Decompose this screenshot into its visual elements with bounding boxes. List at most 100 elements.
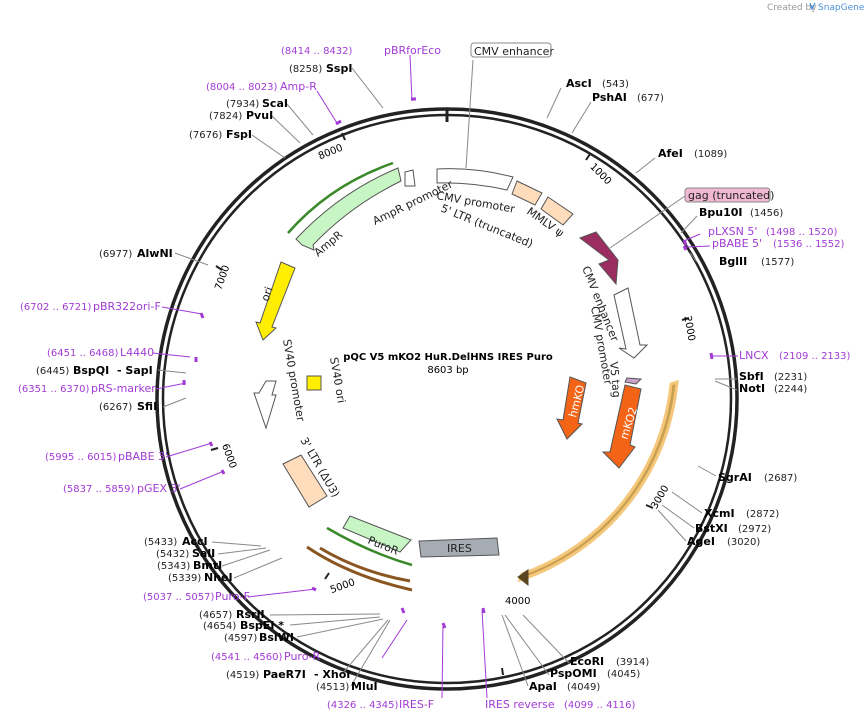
primer-pBABE-3-pos: (5995 .. 6015) — [45, 452, 117, 463]
tick-marks — [210, 132, 690, 676]
label-ori: ori — [259, 285, 276, 303]
site-afeI[interactable]: AfeI — [658, 147, 683, 160]
feature-orf-arc[interactable] — [517, 379, 679, 583]
primer-markers — [182, 97, 714, 629]
site-paeR7I[interactable]: PaeR7I — [263, 668, 306, 681]
site-ageI[interactable]: AgeI — [687, 535, 715, 548]
feature-gag-truncated[interactable] — [578, 231, 619, 286]
primer-pBABE-3[interactable]: pBABE 3' — [118, 450, 168, 463]
feature-ampr-primer-arc — [287, 161, 394, 234]
primer-l4440-pos: (6451 .. 6468) — [47, 348, 119, 359]
site-salI[interactable]: SalI — [192, 547, 215, 560]
feature-ori[interactable] — [255, 261, 296, 341]
site-bspQI-pos: (6445) — [36, 366, 69, 377]
primer-l4440[interactable]: L4440 — [120, 346, 154, 359]
site-alwNI[interactable]: AlwNI — [137, 247, 173, 260]
restriction-sites — [157, 67, 738, 687]
primer-puro-r[interactable]: Puro-R — [284, 650, 321, 663]
site-pvuI[interactable]: PvuI — [246, 109, 273, 122]
site-pspOMI-pos: (4045) — [607, 669, 640, 680]
site-fspI-pos: (7676) — [189, 130, 222, 141]
site-sbfI[interactable]: SbfI — [739, 370, 764, 383]
site-rsrII[interactable]: RsrII — [236, 608, 265, 621]
feature-ampr-promoter[interactable] — [404, 169, 416, 187]
feature-sv40-ori[interactable] — [306, 375, 322, 391]
site-ecoRI[interactable]: EcoRI — [570, 655, 604, 668]
site-sfiI[interactable]: SfiI — [137, 400, 157, 413]
primer-pLXSN-5[interactable]: pLXSN 5' — [708, 225, 757, 238]
feature-v5-tag[interactable] — [624, 377, 643, 385]
feature-ires[interactable] — [418, 537, 500, 558]
primer-amp-r[interactable]: Amp-R — [280, 80, 317, 93]
site-scaI-pos: (7934) — [226, 99, 259, 110]
primer-ires-f-pos: (4326 .. 4345) — [327, 700, 399, 711]
feature-ampr[interactable] — [295, 167, 402, 251]
site-bpu10I[interactable]: Bpu10I — [699, 206, 743, 219]
site-scaI[interactable]: ScaI — [262, 97, 288, 110]
primer-pRS-marker[interactable]: pRS-marker — [91, 382, 156, 395]
site-sfiI-pos: (6267) — [99, 402, 132, 413]
feature-mko2[interactable] — [601, 384, 642, 469]
site-ascI[interactable]: AscI — [566, 77, 592, 90]
site-notI[interactable]: NotI — [739, 382, 765, 395]
site-apaI[interactable]: ApaI — [529, 680, 557, 693]
snapgene-logo-icon — [809, 2, 816, 11]
site-sapI[interactable]: - SapI — [117, 364, 153, 377]
primer-lncx-pos: (2109 .. 2133) — [779, 351, 851, 362]
feature-puro-orf-arc-2 — [306, 545, 413, 592]
primer-lncx[interactable]: LNCX — [739, 349, 769, 362]
primer-pBR322ori-F[interactable]: pBR322ori-F — [93, 300, 161, 313]
site-xcmI-pos: (2872) — [746, 509, 779, 520]
site-bmtI[interactable]: BmtI — [193, 559, 222, 572]
tick-label-2000: 2000 — [681, 315, 696, 342]
tick-label-6000: 6000 — [219, 442, 238, 470]
site-ecoRI-pos: (3914) — [616, 657, 649, 668]
site-xhoI[interactable]: - XhoI — [314, 668, 350, 681]
label-sv40-ori: SV40 ori — [327, 356, 348, 404]
primer-pLXSN-5-pos: (1498 .. 1520) — [766, 227, 838, 238]
feature-puror-primer-arc — [326, 526, 413, 567]
site-accI[interactable]: AccI — [182, 535, 208, 548]
site-rsrII-pos: (4657) — [199, 610, 232, 621]
primer-pBRforEco[interactable]: pBRforEco — [384, 44, 441, 57]
site-nheI[interactable]: NheI — [204, 571, 233, 584]
feature-puror[interactable] — [342, 515, 412, 553]
primer-pGEX-3-pos: (5837 .. 5859) — [63, 484, 135, 495]
tick-label-5000: 5000 — [329, 577, 357, 596]
primer-ires-reverse[interactable]: IRES reverse — [485, 698, 555, 711]
site-fspI[interactable]: FspI — [226, 128, 252, 141]
primer-puro-r-pos: (4541 .. 4560) — [211, 652, 283, 663]
primer-pGEX-3[interactable]: pGEX 3' — [137, 482, 181, 495]
site-bstXI[interactable]: BstXI — [695, 522, 728, 535]
site-bsiWI-pos: (4597) — [224, 633, 257, 644]
feature-mmlv-psi[interactable] — [540, 196, 574, 226]
site-pvuI-pos: (7824) — [209, 111, 242, 122]
site-pshAI-pos: (677) — [637, 93, 664, 104]
credit-brand: SnapGene — [818, 3, 865, 13]
site-bsiWI[interactable]: BsiWI — [259, 631, 294, 644]
primer-pBABE-5[interactable]: pBABE 5' — [712, 237, 762, 250]
site-afeI-pos: (1089) — [694, 149, 727, 160]
site-xcmI[interactable]: XcmI — [704, 507, 735, 520]
label-sv40-promoter: SV40 promoter — [280, 338, 307, 423]
feature-hmko[interactable] — [556, 376, 587, 440]
site-sgrAI-pos: (2687) — [764, 473, 797, 484]
feature-5-ltr[interactable] — [511, 180, 543, 206]
primer-puro-f-pos: (5037 .. 5057) — [143, 592, 215, 603]
site-bspEI[interactable]: BspEI * — [240, 619, 284, 632]
site-bglII[interactable]: BglII — [719, 255, 747, 268]
tick-label-7000: 7000 — [213, 264, 232, 292]
site-pshAI[interactable]: PshAI — [592, 91, 627, 104]
site-pspOMI[interactable]: PspOMI — [550, 667, 597, 680]
site-sspI[interactable]: SspI — [326, 62, 352, 75]
site-salI-pos: (5432) — [156, 549, 189, 560]
site-sgrAI[interactable]: SgrAI — [718, 471, 752, 484]
site-mluI[interactable]: MluI — [351, 680, 378, 693]
primer-puro-f[interactable]: Puro-F — [215, 590, 250, 603]
site-bspQI[interactable]: BspQI — [73, 364, 109, 377]
feature-3-ltr[interactable] — [282, 454, 328, 508]
feature-cmv-enhancer-inner[interactable] — [613, 287, 649, 359]
feature-cmv-promoter-top[interactable] — [436, 168, 514, 191]
primer-ires-f[interactable]: IRES-F — [399, 698, 434, 711]
feature-sv40-promoter[interactable] — [253, 380, 277, 430]
